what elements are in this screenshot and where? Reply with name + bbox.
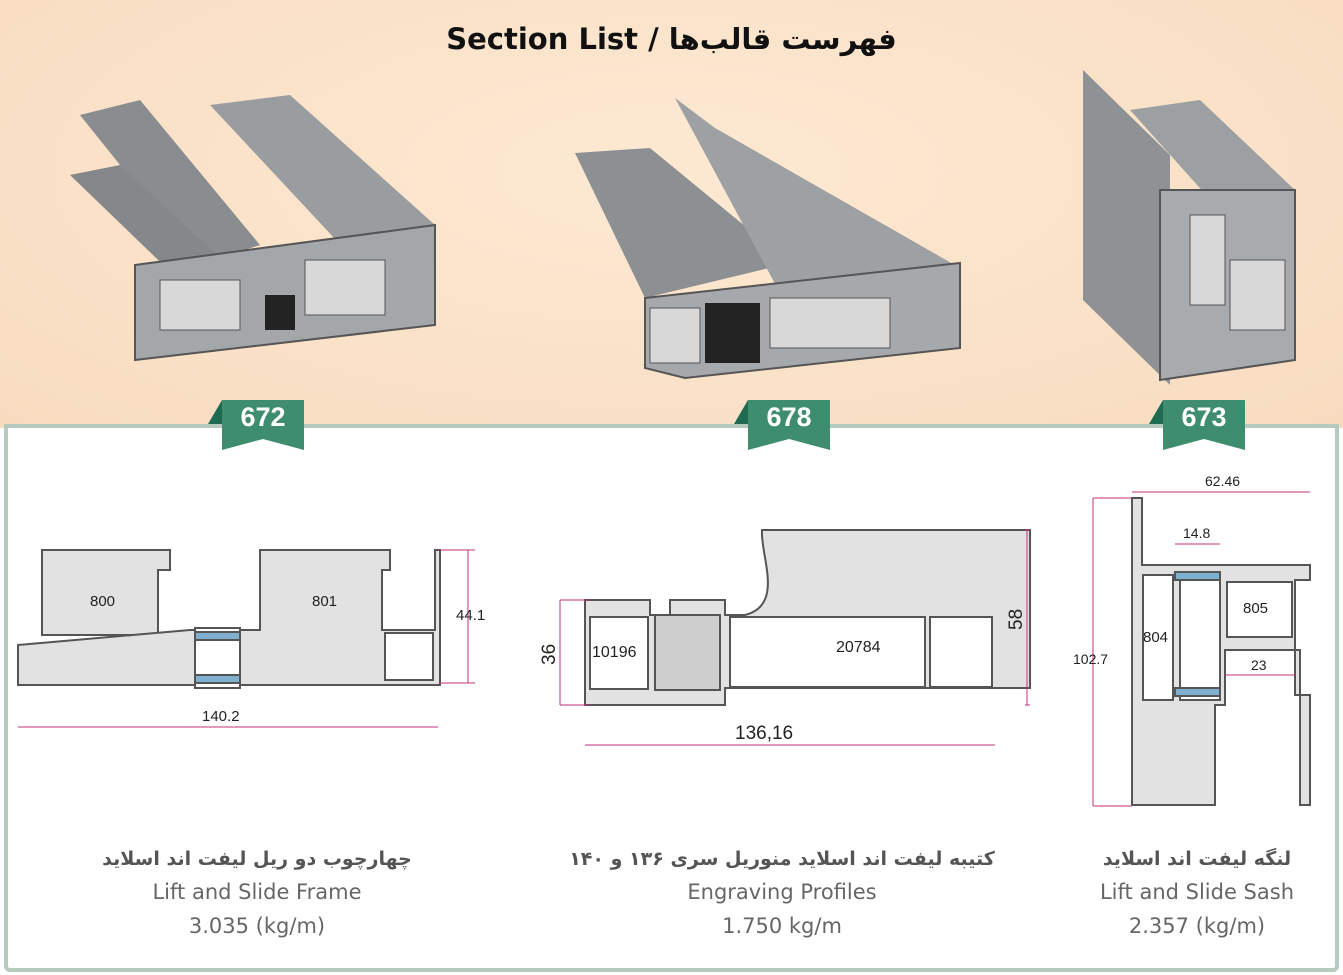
dimension-inner-gap: 23	[1251, 657, 1267, 673]
dimension-width: 136,16	[735, 723, 793, 744]
profile-672-render	[70, 95, 436, 362]
chamber-label-800: 800	[90, 593, 115, 610]
profile-672-drawing: 800 801 44.1 140.2	[17, 549, 485, 728]
product-name-fa: لنگه لیفت اند اسلاید	[1102, 848, 1292, 870]
product-name-en: Lift and Slide Frame	[152, 880, 362, 904]
dimension-width: 140.2	[202, 708, 240, 725]
chamber-label-20784: 20784	[836, 639, 881, 656]
product-name-fa: چهارچوب دو ریل لیفت اند اسلاید	[102, 848, 412, 870]
caption-673: لنگه لیفت اند اسلاید Lift and Slide Sash…	[977, 848, 1343, 938]
badge-673: 673	[1149, 400, 1245, 450]
dimension-width: 62.46	[1205, 473, 1240, 489]
chamber-label-804: 804	[1143, 629, 1168, 646]
caption-672: چهارچوب دو ریل لیفت اند اسلاید Lift and …	[37, 848, 477, 938]
dimension-height-left: 36	[539, 644, 560, 665]
product-weight: 3.035 (kg/m)	[188, 914, 326, 938]
product-name-en: Engraving Profiles	[687, 880, 877, 904]
dimension-inner-width: 14.8	[1183, 525, 1210, 541]
dimension-height-right: 58	[1006, 609, 1027, 630]
badge-672: 672	[208, 400, 304, 450]
chamber-label-805: 805	[1243, 600, 1268, 617]
page-title: Section List / فهرست قالب‌ها	[446, 22, 897, 56]
caption-678: کتیبه لیفت اند اسلاید منوریل سری ۱۳۶ و ۱…	[562, 848, 1002, 938]
product-name-fa: کتیبه لیفت اند اسلاید منوریل سری ۱۳۶ و ۱…	[569, 848, 995, 870]
badge-678: 678	[734, 400, 830, 450]
product-weight: 2.357 (kg/m)	[1128, 914, 1266, 938]
chamber-label-801: 801	[312, 593, 337, 610]
profile-673-drawing: 62.46 14.8 102.7 804 805 23	[1073, 473, 1311, 807]
product-name-en: Lift and Slide Sash	[1099, 880, 1295, 904]
profile-678-render	[575, 98, 961, 380]
profile-673-render	[1083, 70, 1296, 385]
dimension-height: 44.1	[456, 607, 485, 624]
chamber-label-10196: 10196	[592, 644, 637, 661]
dimension-height: 102.7	[1073, 651, 1108, 667]
profile-678-drawing: 10196 20784 36 58 136,16	[539, 529, 1031, 746]
product-weight: 1.750 kg/m	[722, 914, 842, 938]
